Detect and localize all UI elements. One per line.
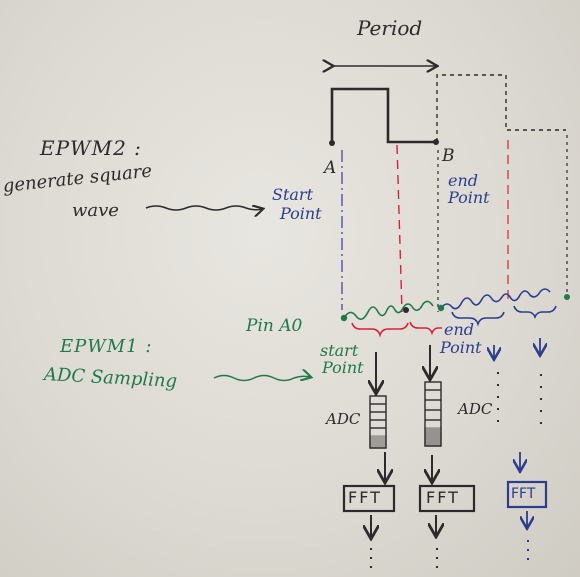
fft-box-3-frame xyxy=(506,480,548,509)
fft-box-1: FFT xyxy=(348,488,382,507)
fft-box-2: FFT xyxy=(426,488,460,507)
square-wave-dashed xyxy=(436,74,566,142)
sample-dot-4 xyxy=(564,294,570,300)
blue-window-1 xyxy=(451,311,505,327)
sample-dot-3 xyxy=(437,304,445,312)
guide-red-1 xyxy=(396,144,403,313)
epwm1-label: EPWM1 : xyxy=(60,336,153,357)
sample-dot-2 xyxy=(403,307,409,313)
end-point-bottom-2: Point xyxy=(440,338,482,357)
sample-dot-1 xyxy=(340,314,348,322)
epwm2-desc-line2: wave xyxy=(72,200,119,221)
point-b-dot xyxy=(433,139,439,145)
start-point-top-1: Start xyxy=(272,185,314,204)
epwm2-label: EPWM2 : xyxy=(40,136,142,160)
start-point-bottom-2: Point xyxy=(322,358,364,377)
start-point-top-2: Point xyxy=(280,204,322,223)
signal-squiggle-green xyxy=(343,300,434,320)
blue-window-2 xyxy=(513,305,557,320)
point-a-label: A xyxy=(324,158,337,178)
epwm1-squiggle-arrow xyxy=(213,376,310,381)
adc-buffer-right xyxy=(424,381,442,447)
pin-a0-label: Pin A0 xyxy=(246,316,303,336)
start-point-bottom-1: start xyxy=(320,341,359,360)
adc-label-left: ADC xyxy=(326,410,361,428)
end-point-top-2: Point xyxy=(448,188,490,207)
square-wave-solid xyxy=(330,87,436,144)
period-label: Period xyxy=(357,16,423,40)
point-a-dot xyxy=(329,140,335,146)
signal-squiggle-blue xyxy=(441,288,551,310)
end-point-top-1: end xyxy=(448,171,479,190)
red-window-2 xyxy=(409,321,442,336)
epwm2-squiggle-arrow xyxy=(145,206,262,210)
end-point-bottom-1: end xyxy=(444,320,475,339)
red-window-1 xyxy=(351,322,409,338)
fft-box-1-frame xyxy=(342,484,396,513)
point-b-label: B xyxy=(442,146,455,166)
fft-box-2-frame xyxy=(418,484,476,513)
fft-box-3: FFT xyxy=(511,486,536,502)
adc-buffer-left xyxy=(369,395,387,449)
adc-label-right: ADC xyxy=(458,400,493,418)
